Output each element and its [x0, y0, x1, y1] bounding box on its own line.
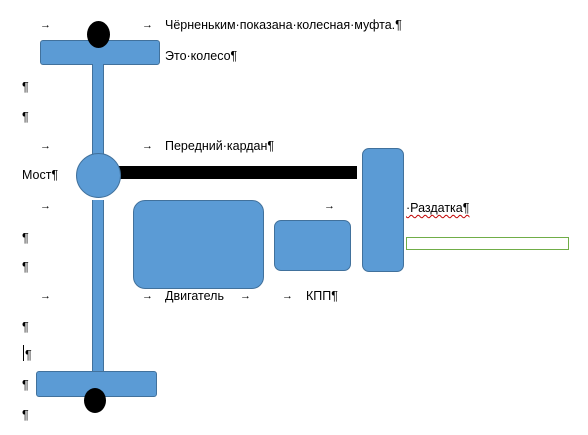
tab-arrow: →	[142, 140, 153, 152]
top-clutch-wheel[interactable]	[87, 21, 110, 48]
transfer-case-box[interactable]	[362, 148, 404, 272]
pilcrow: ¶	[22, 80, 29, 94]
tab-arrow: →	[142, 290, 153, 302]
tab-arrow: →	[282, 290, 293, 302]
axle-label[interactable]: Мост¶	[22, 168, 59, 182]
pilcrow: ¶	[22, 110, 29, 124]
transfer-case-label[interactable]: ·Раздатка¶	[406, 201, 469, 215]
engine-label[interactable]: Двигатель	[165, 289, 224, 303]
bottom-clutch-wheel[interactable]	[84, 388, 106, 413]
clutch-note-text[interactable]: Чёрненьким·показана·колесная·муфта.¶	[165, 18, 402, 32]
transfer-case-text: ·Раздатка¶	[406, 201, 470, 215]
pilcrow: ¶	[22, 260, 29, 274]
tab-arrow: →	[324, 200, 335, 212]
tab-arrow: →	[142, 19, 153, 31]
wheel-label[interactable]: Это·колесо¶	[165, 49, 238, 63]
tab-arrow: →	[40, 290, 51, 302]
tab-arrow: →	[40, 200, 51, 212]
pilcrow: ¶	[25, 348, 32, 362]
front-driveshaft-bar[interactable]	[112, 166, 357, 179]
pilcrow: ¶	[22, 408, 29, 422]
empty-text-box[interactable]	[406, 237, 569, 250]
axle-lower[interactable]	[92, 200, 104, 374]
pilcrow: ¶	[22, 320, 29, 334]
axle-upper[interactable]	[92, 64, 104, 156]
text-cursor	[23, 345, 24, 361]
axle-differential-circle[interactable]	[76, 153, 121, 198]
tab-arrow: →	[240, 290, 251, 302]
gearbox-box[interactable]	[274, 220, 351, 271]
engine-box[interactable]	[133, 200, 264, 289]
pilcrow: ¶	[22, 378, 29, 392]
gearbox-label[interactable]: КПП¶	[306, 289, 338, 303]
tab-arrow: →	[40, 140, 51, 152]
front-driveshaft-label[interactable]: Передний·кардан¶	[165, 139, 275, 153]
pilcrow: ¶	[22, 231, 29, 245]
tab-arrow: →	[40, 19, 51, 31]
